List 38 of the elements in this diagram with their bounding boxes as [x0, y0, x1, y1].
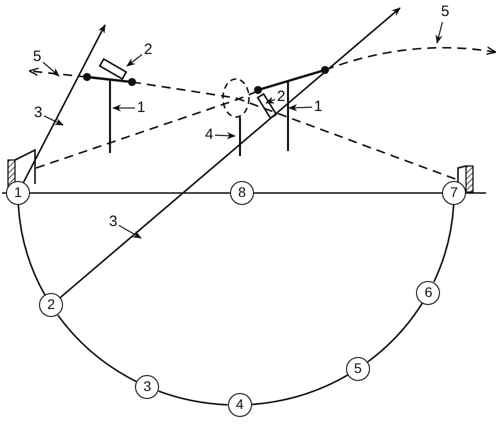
- leader-line: [118, 224, 142, 238]
- arrow: [60, 7, 401, 298]
- numbered-circle: 4: [228, 392, 252, 417]
- numbered-circle: 8: [230, 181, 254, 205]
- numbered-circle: 3: [135, 374, 160, 399]
- callout-number: 2: [277, 89, 286, 105]
- leader-line: [44, 115, 64, 126]
- callout-number: 1: [137, 100, 146, 116]
- arc-line: [433, 204, 454, 282]
- leader-line: [214, 132, 236, 140]
- post-line: [239, 117, 241, 156]
- arc-line: [252, 374, 348, 406]
- leader-line: [288, 104, 312, 112]
- numbered-circle: 1: [6, 181, 30, 205]
- leader-line: [42, 62, 60, 77]
- leader-line: [265, 96, 276, 104]
- arc-line: [158, 390, 228, 406]
- arrow: [22, 24, 106, 183]
- post-line: [109, 84, 111, 153]
- arc-line: [57, 314, 137, 382]
- line: [254, 192, 442, 194]
- callout-number: 5: [441, 4, 450, 20]
- numbered-circle: 5: [346, 356, 370, 381]
- numbered-circle: 6: [416, 280, 440, 305]
- numbered-circle: 7: [442, 181, 466, 205]
- callout-number: 2: [144, 42, 152, 58]
- callout-number: 3: [34, 105, 42, 121]
- callout-number: 5: [33, 49, 42, 65]
- leader-line: [112, 104, 135, 112]
- leader-line: [126, 54, 142, 67]
- callout-number: 4: [205, 127, 214, 143]
- arc-line: [367, 302, 424, 362]
- callout-number: 1: [314, 99, 322, 115]
- leader-line: [436, 22, 443, 44]
- callout-number: 3: [109, 214, 118, 230]
- numbered-circle: 2: [39, 293, 64, 318]
- line: [30, 192, 230, 194]
- arc-line: [18, 204, 46, 296]
